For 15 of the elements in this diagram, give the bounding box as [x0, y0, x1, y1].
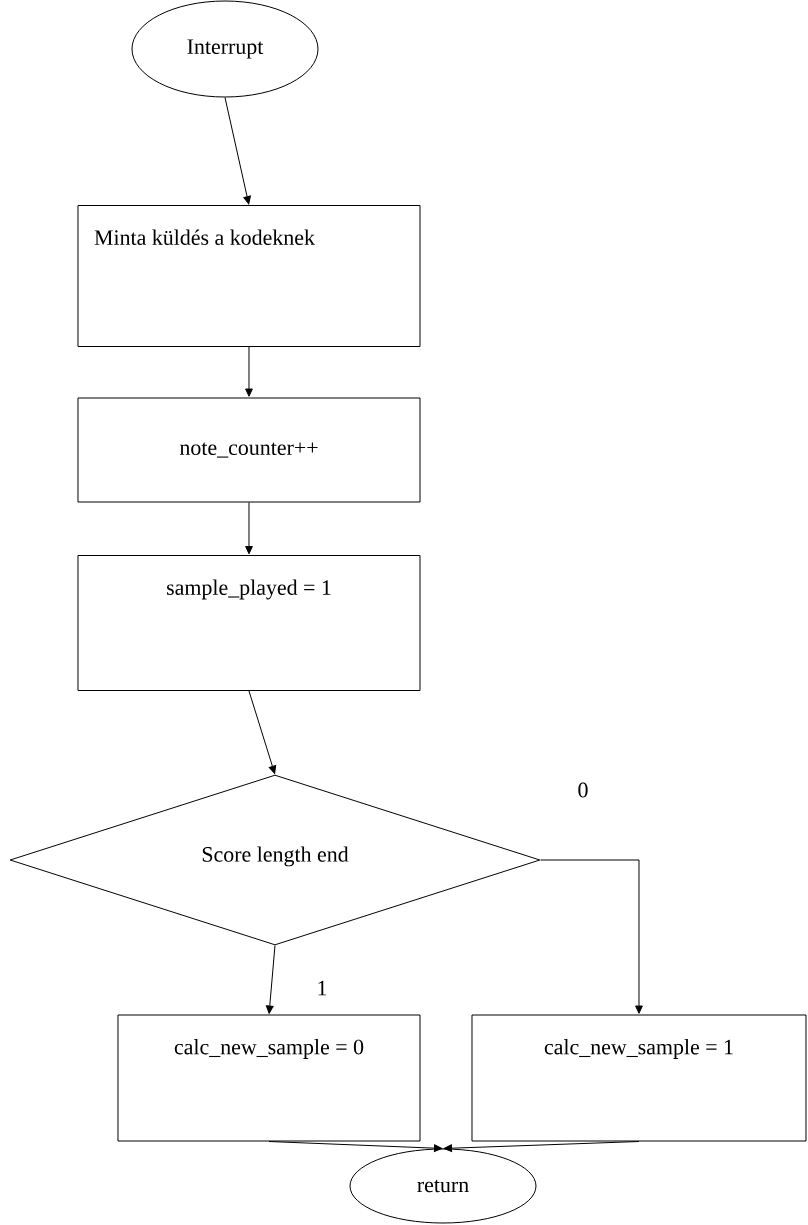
- edge-label: 1: [315, 979, 329, 997]
- arrow: [265, 945, 276, 1014]
- arrow: [248, 690, 277, 774]
- arrow: [245, 502, 253, 555]
- arrow: [443, 1141, 640, 1153]
- process-box: sample_played = 1: [77, 555, 421, 691]
- arrow: [540, 859, 643, 1014]
- arrow: [268, 1141, 443, 1152]
- process-box: Minta küldés a kodeknek: [77, 205, 421, 347]
- arrow: [245, 346, 253, 397]
- arrow: [224, 97, 251, 205]
- process-box: calc_new_sample = 1: [471, 1014, 807, 1142]
- process-box: note_counter++: [77, 397, 421, 503]
- edge-label: 0: [576, 781, 590, 799]
- process-box: calc_new_sample = 0: [117, 1014, 421, 1142]
